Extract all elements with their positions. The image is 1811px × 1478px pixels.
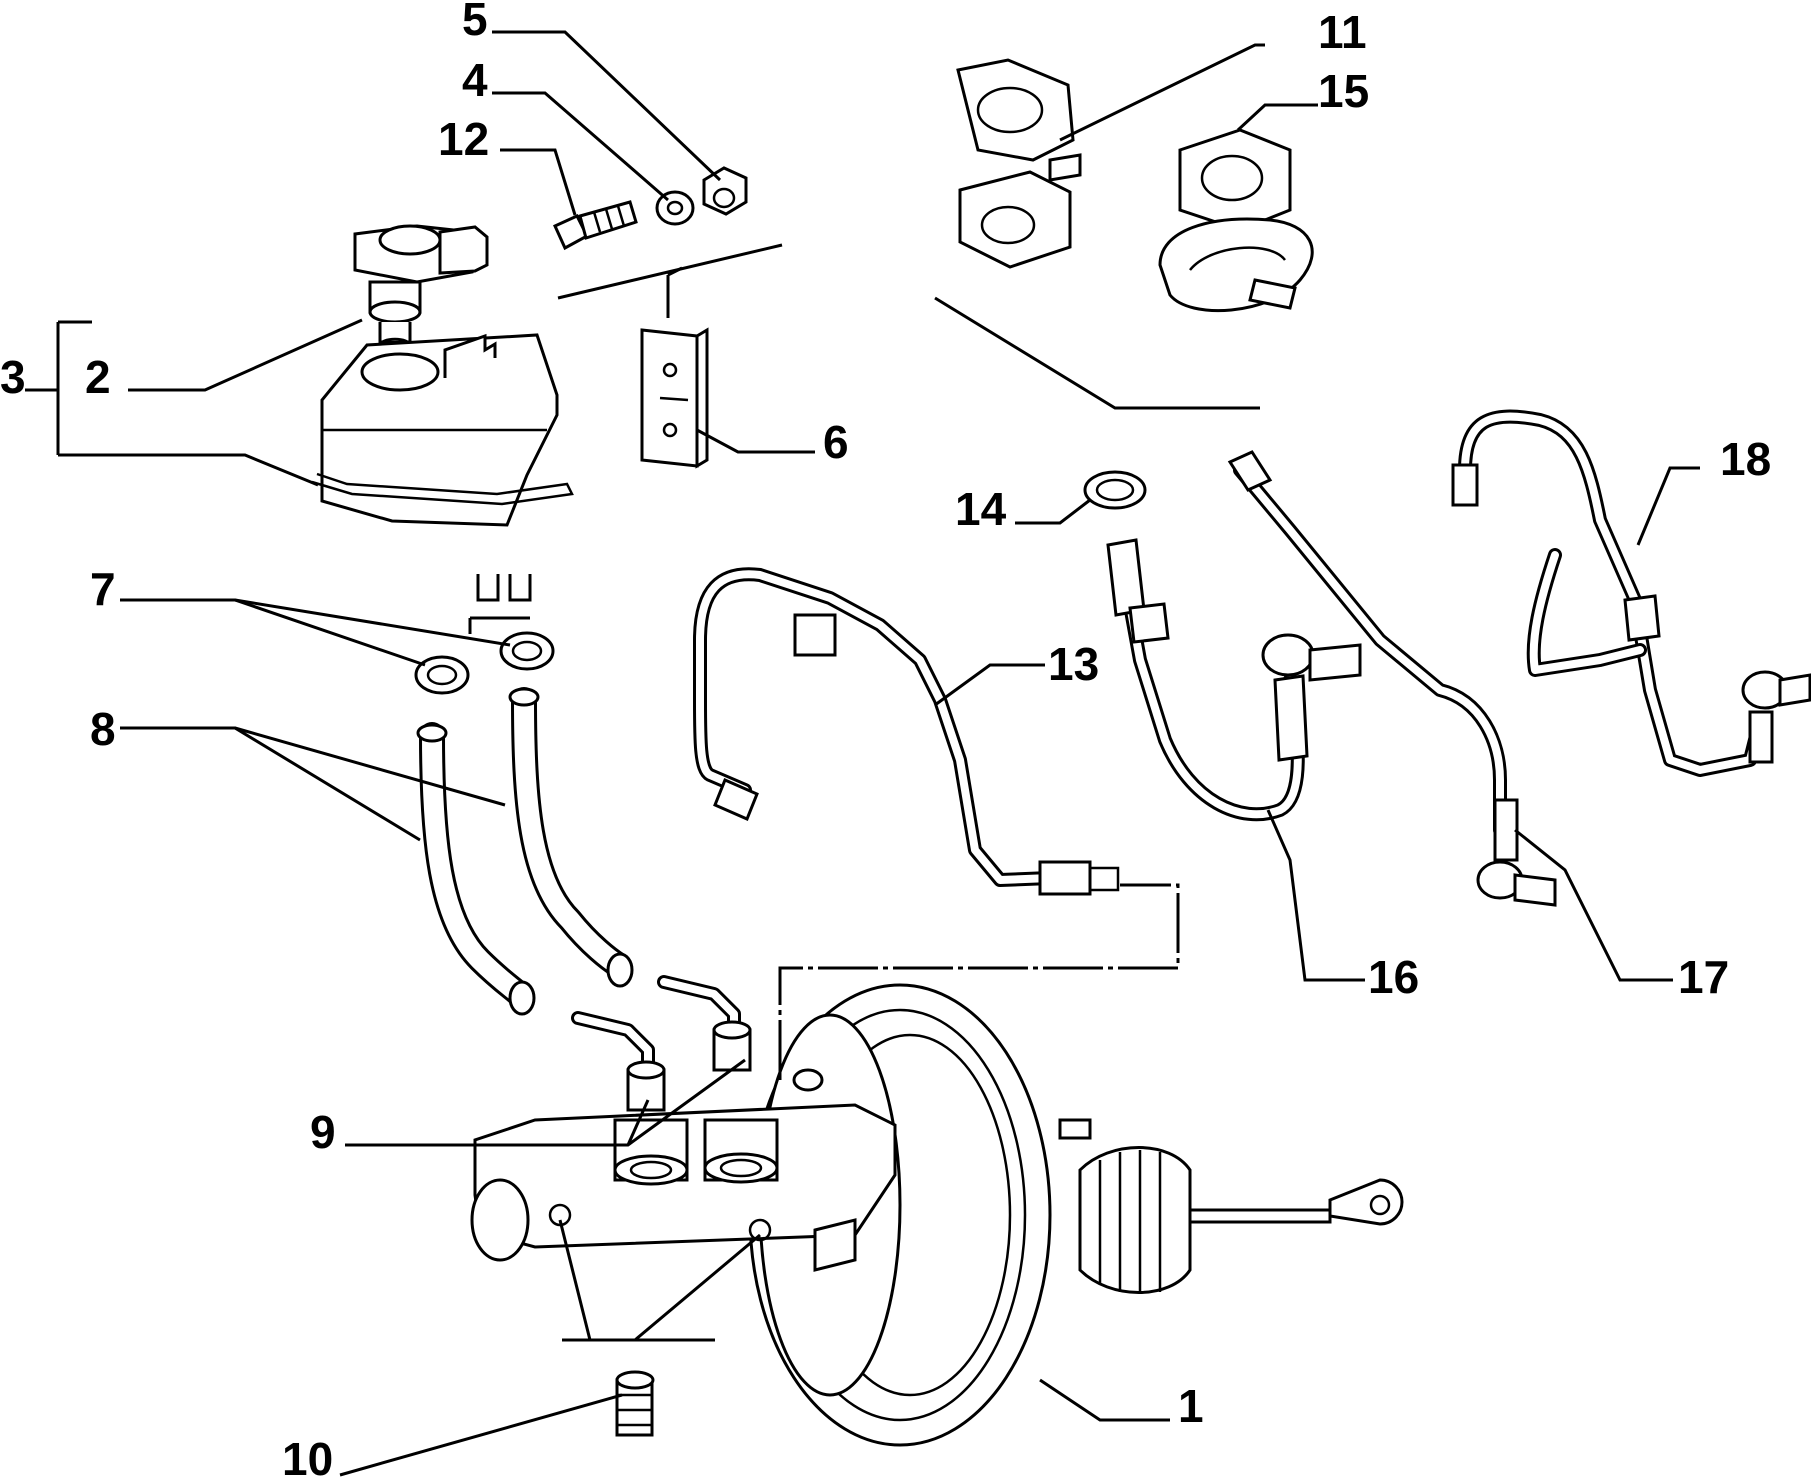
label-part-14: 14 bbox=[955, 483, 1007, 535]
part-13-brake-pipe bbox=[693, 567, 1120, 896]
label-part-5: 5 bbox=[462, 0, 488, 45]
part-15-clip bbox=[1158, 128, 1314, 313]
label-part-9: 9 bbox=[310, 1106, 336, 1158]
label-part-12: 12 bbox=[438, 113, 489, 165]
part-5-nut bbox=[702, 166, 748, 216]
label-part-13: 13 bbox=[1048, 638, 1099, 690]
label-part-3: 3 bbox=[0, 351, 26, 403]
label-part-2: 2 bbox=[85, 351, 111, 403]
leader-lines bbox=[25, 30, 1700, 1477]
label-part-1: 1 bbox=[1178, 1380, 1204, 1432]
part-12-bolt bbox=[553, 200, 638, 251]
label-part-18: 18 bbox=[1720, 433, 1771, 485]
part-9-elbow-fittings bbox=[571, 975, 752, 1112]
label-part-4: 4 bbox=[462, 54, 488, 106]
part-7-clamps bbox=[414, 616, 555, 695]
label-part-17: 17 bbox=[1678, 951, 1729, 1003]
part-6-bracket bbox=[640, 327, 709, 469]
label-part-15: 15 bbox=[1318, 65, 1369, 117]
part-3-reservoir-tank bbox=[311, 333, 574, 602]
label-part-11: 11 bbox=[1318, 6, 1367, 58]
part-18-vacuum-hose bbox=[1451, 409, 1811, 777]
part-16-vacuum-hose bbox=[1106, 538, 1362, 822]
label-part-7: 7 bbox=[90, 563, 116, 615]
master-cylinder bbox=[470, 1103, 897, 1272]
part-10-bleed-screw bbox=[615, 1370, 655, 1437]
label-part-8: 8 bbox=[90, 703, 116, 755]
part-8-hoses bbox=[416, 687, 634, 1016]
part-2-reservoir-cap bbox=[353, 224, 489, 353]
part-17-vacuum-pipe bbox=[1227, 450, 1557, 907]
part-14-clamp bbox=[1083, 470, 1147, 510]
callout-labels: 5 4 12 11 15 2 3 6 18 14 7 13 8 16 17 9 … bbox=[0, 0, 1771, 1478]
label-part-16: 16 bbox=[1368, 951, 1419, 1003]
label-part-10: 10 bbox=[282, 1433, 333, 1478]
label-part-6: 6 bbox=[823, 416, 849, 468]
part-11-clip bbox=[956, 58, 1082, 269]
